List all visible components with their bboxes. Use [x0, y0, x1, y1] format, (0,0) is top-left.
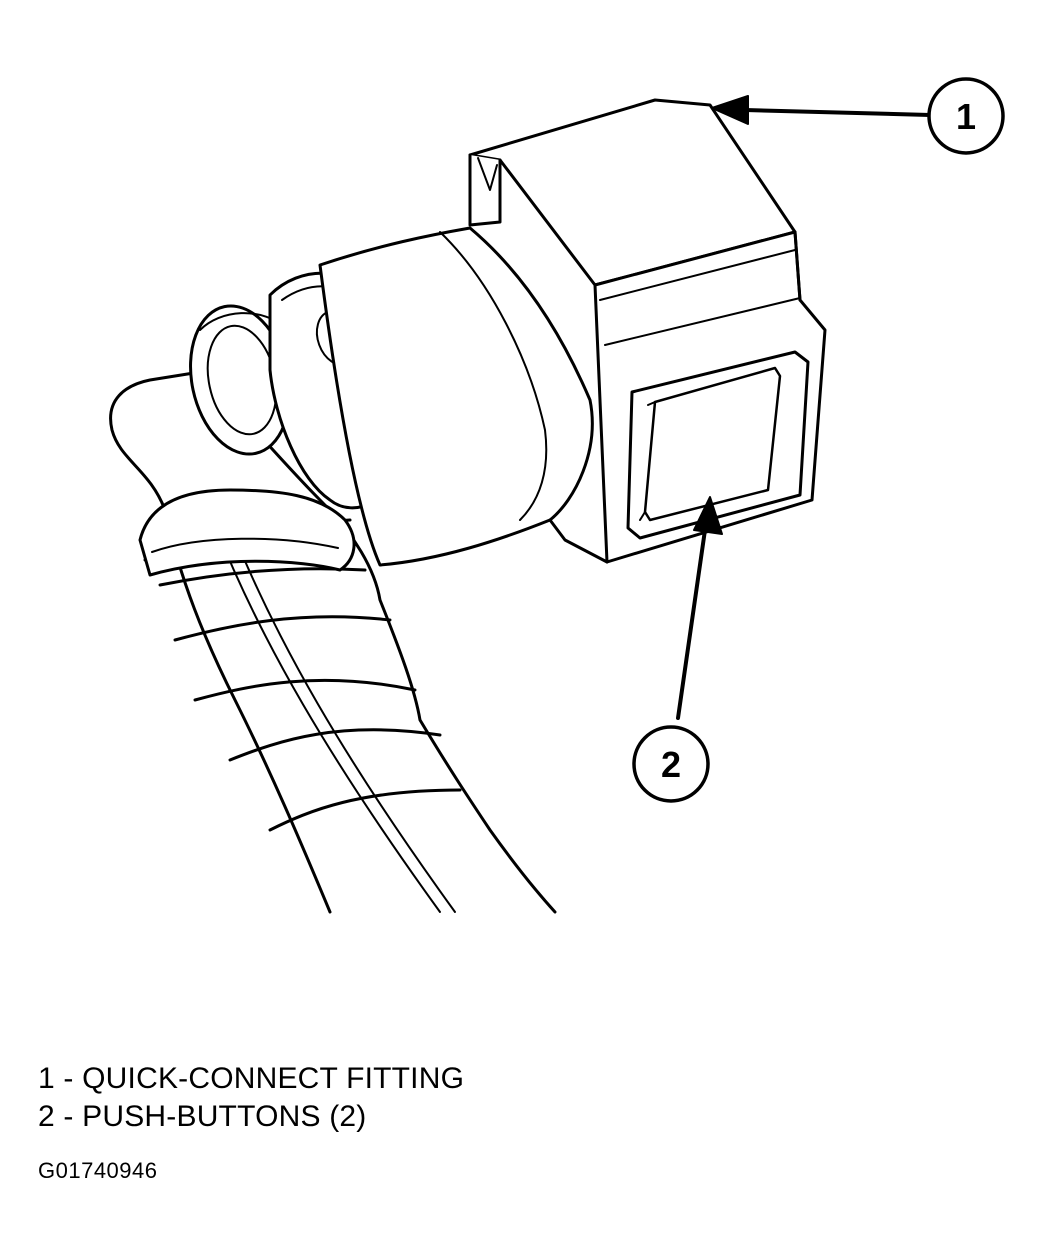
- quick-connect-fitting-illustration: 1 2: [109, 77, 1005, 914]
- callout-2-circle: [632, 725, 710, 803]
- legend-item: 2 - PUSH-BUTTONS (2): [38, 1100, 367, 1133]
- fitting-cylinder: [318, 226, 594, 567]
- callout-2-leader: [676, 496, 723, 720]
- callout-1-circle: [927, 77, 1005, 155]
- figure-id: G01740946: [38, 1158, 158, 1183]
- flange-ring: [189, 304, 291, 456]
- hose-collar: [138, 488, 356, 577]
- legend: 1 - QUICK-CONNECT FITTING 2 - PUSH-BUTTO…: [38, 1060, 464, 1136]
- callout-1-number: 1: [956, 96, 976, 137]
- callout-1-leader: [711, 95, 932, 125]
- callout-2-number: 2: [661, 744, 681, 785]
- legend-item: 1 - QUICK-CONNECT FITTING: [38, 1062, 465, 1095]
- push-button: [626, 350, 810, 540]
